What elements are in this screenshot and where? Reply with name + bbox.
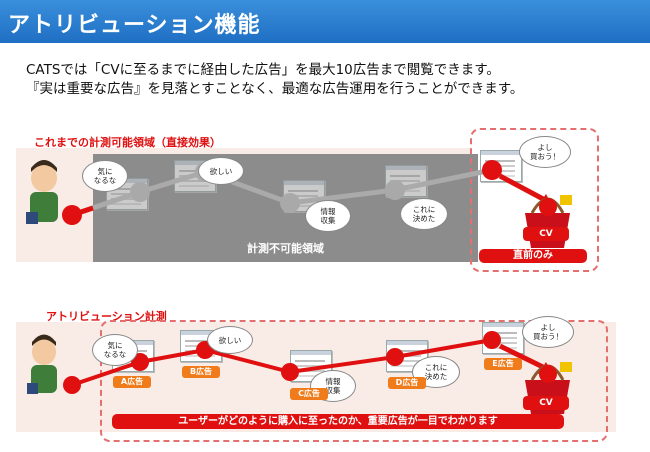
attribution-frame	[100, 320, 608, 442]
cv-badge: CV	[523, 396, 569, 410]
user-person-icon	[26, 160, 58, 224]
thought-bubble: これに 決めた	[400, 198, 448, 230]
summary-bar: ユーザーがどのように購入に至ったのか、重要広告が一目でわかります	[112, 414, 564, 429]
touchpoint-dot	[131, 353, 149, 371]
touchpoint-dot	[483, 331, 501, 349]
user-person-icon	[27, 334, 57, 394]
thought-bubble: 欲しい	[207, 326, 253, 354]
ad-label-c: C広告	[290, 388, 328, 400]
touchpoint-dot	[130, 182, 150, 202]
thought-bubble: 欲しい	[198, 157, 244, 185]
ad-label-a: A広告	[113, 376, 151, 388]
touchpoint-dot-start	[63, 376, 81, 394]
ad-label-d: D広告	[388, 377, 426, 389]
touchpoint-dot	[385, 180, 405, 200]
thought-bubble: よし 買おう！	[522, 316, 574, 348]
touchpoint-dot	[280, 193, 300, 213]
thought-bubble: 情報 収集	[305, 200, 351, 232]
ad-label-e: E広告	[484, 358, 522, 370]
last-touch-only-label: 直前のみ	[479, 249, 587, 263]
title-bar: アトリビューション機能	[0, 0, 650, 43]
arrow-to-cv	[498, 173, 547, 203]
touchpoint-dot-start	[62, 205, 82, 225]
thought-bubble: よし 買おう！	[519, 136, 571, 168]
thought-bubble: 気に なるな	[82, 160, 128, 192]
unmeasurable-label: 計測不可能領域	[247, 242, 324, 255]
cv-badge: CV	[523, 227, 569, 241]
journey-path-unmeasured	[71, 167, 493, 218]
thought-bubble: 気に なるな	[92, 334, 138, 366]
touchpoint-dot-last	[482, 160, 502, 180]
section1-label: これまでの計測可能領域（直接効果）	[34, 136, 221, 149]
thought-bubble: 情報 収集	[310, 370, 356, 402]
ad-label-b: B広告	[182, 366, 220, 378]
touchpoint-dot	[281, 363, 299, 381]
intro-line-2: 『実は重要な広告』を見落とすことなく、最適な広告運用を行うことができます。	[26, 81, 524, 97]
intro-line-1: CATSでは「CVに至るまでに経由した広告」を最大10広告まで閲覧できます。	[26, 62, 500, 78]
page-title: アトリビューション機能	[8, 13, 261, 38]
section2-label: アトリビューション計測	[46, 310, 167, 323]
thought-bubble: これに 決めた	[412, 356, 460, 388]
journey-path-measured	[71, 338, 493, 387]
last-touch-frame	[470, 128, 599, 272]
touchpoint-dot	[386, 348, 404, 366]
arrow-to-cv	[498, 343, 547, 371]
